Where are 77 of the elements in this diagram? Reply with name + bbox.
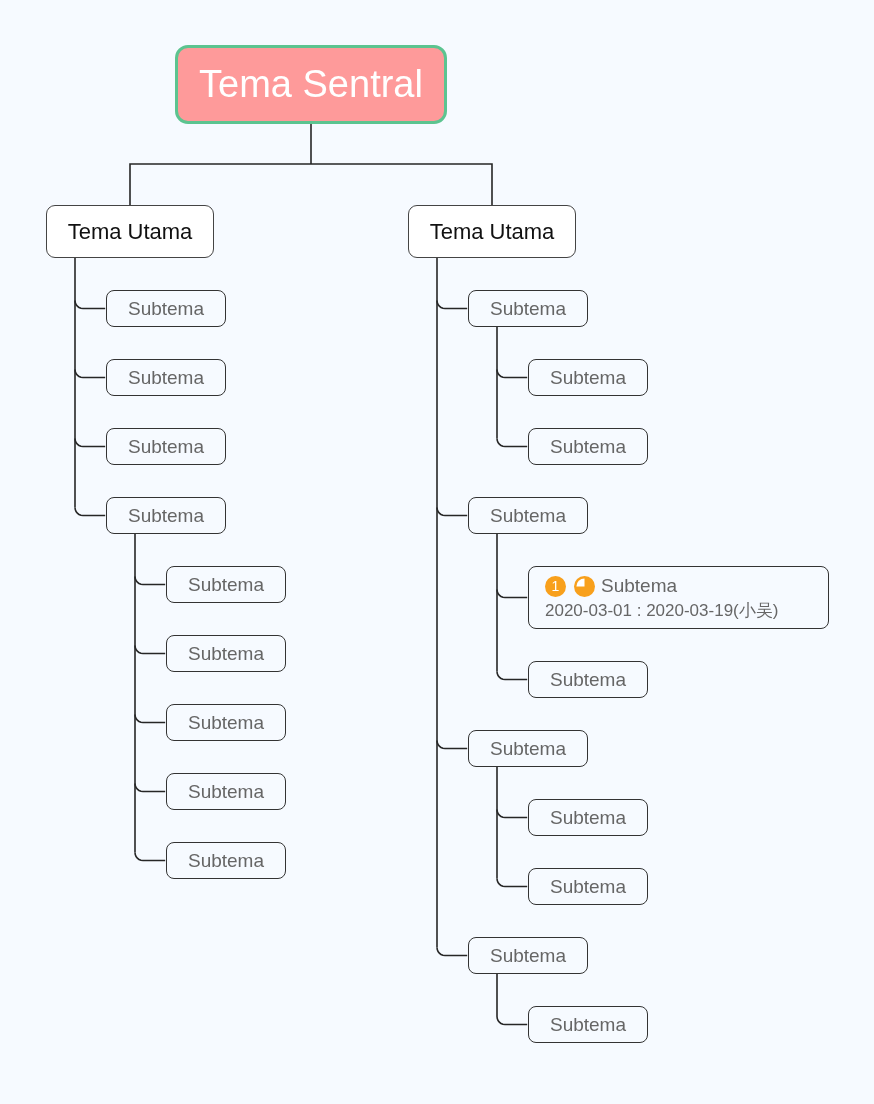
connector-line xyxy=(134,644,166,655)
subtopic-box xyxy=(106,428,226,465)
topic-text: Subtema xyxy=(549,806,626,829)
connector-line xyxy=(496,326,498,440)
connector-line xyxy=(496,670,528,681)
subtopic-box xyxy=(106,497,226,534)
topic-text: Subtema xyxy=(549,668,626,691)
subtopic-box xyxy=(528,661,648,698)
topic-text: Subtema xyxy=(489,737,566,760)
subtopic-box xyxy=(468,290,588,327)
subtopic-box xyxy=(166,842,286,879)
topic-text: Subtema xyxy=(549,875,626,898)
connector-line xyxy=(496,588,528,599)
connector-line xyxy=(310,123,312,165)
connector-line xyxy=(436,946,468,957)
connector-line xyxy=(436,739,468,750)
topic-text: Tema Utama xyxy=(429,218,555,245)
connector-line xyxy=(74,299,106,310)
subtopic-box xyxy=(528,359,648,396)
subtopic-box xyxy=(166,566,286,603)
subtopic-box xyxy=(528,1006,648,1043)
priority-number: 1 xyxy=(545,575,566,597)
connector-line xyxy=(134,575,166,586)
connector-line xyxy=(134,713,166,724)
topic-text: Subtema xyxy=(127,297,204,320)
topic-text: Subtema xyxy=(127,504,204,527)
connector-line xyxy=(134,851,166,862)
connector-line xyxy=(436,506,468,517)
topic-text: Subtema xyxy=(127,366,204,389)
connector-line xyxy=(310,163,493,206)
connector-line xyxy=(436,257,438,949)
topic-text: Subtema xyxy=(549,366,626,389)
connector-line xyxy=(74,437,106,448)
topic-text: Subtema xyxy=(549,1013,626,1036)
subtopic-box xyxy=(166,773,286,810)
connector-line xyxy=(436,299,468,310)
topic-text: Subtema xyxy=(549,435,626,458)
main-topic-box xyxy=(408,205,576,258)
subtopic-box xyxy=(528,868,648,905)
connector-line xyxy=(134,533,136,854)
topic-text: Subtema xyxy=(187,711,264,734)
central-topic-box xyxy=(175,45,447,124)
subtopic-box xyxy=(106,290,226,327)
date-range-text: 2020-03-01 : 2020-03-19(小吴) xyxy=(545,600,779,622)
topic-text: Subtema xyxy=(601,575,678,597)
connector-line xyxy=(496,766,498,880)
topic-text: Subtema xyxy=(187,780,264,803)
connector-line xyxy=(496,808,528,819)
connector-line xyxy=(74,257,76,509)
subtopic-box xyxy=(528,428,648,465)
connector-line xyxy=(74,506,106,517)
main-topic-box xyxy=(46,205,214,258)
connector-line xyxy=(134,782,166,793)
topic-text: Subtema xyxy=(489,504,566,527)
topic-text: Subtema xyxy=(127,435,204,458)
subtopic-box xyxy=(528,799,648,836)
connector-line xyxy=(496,533,498,673)
topic-text: Tema Utama xyxy=(67,218,193,245)
connector-line xyxy=(74,368,106,379)
subtopic-box xyxy=(166,635,286,672)
connector-line xyxy=(496,973,528,1026)
connector-line xyxy=(496,437,528,448)
connector-line xyxy=(129,163,312,206)
topic-text: Subtema xyxy=(187,642,264,665)
topic-text: Subtema xyxy=(187,573,264,596)
subtopic-box xyxy=(468,497,588,534)
connector-line xyxy=(496,877,528,888)
topic-text: Subtema xyxy=(489,944,566,967)
topic-text: Tema Sentral xyxy=(199,63,423,106)
topic-text: Subtema xyxy=(489,297,566,320)
subtopic-box xyxy=(468,937,588,974)
connector-line xyxy=(496,368,528,379)
subtopic-box xyxy=(106,359,226,396)
subtopic-box xyxy=(166,704,286,741)
subtopic-box xyxy=(468,730,588,767)
task-topic-box xyxy=(528,566,829,629)
topic-text: Subtema xyxy=(187,849,264,872)
